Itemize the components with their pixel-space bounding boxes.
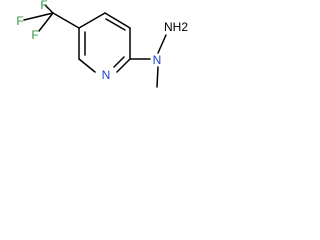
atom-f-left: F bbox=[16, 14, 23, 28]
atom-n-hydrazine: N bbox=[153, 53, 162, 67]
structure-diagram: F F F N N NH2 bbox=[0, 0, 189, 131]
bond-c2-c3-double bbox=[105, 18, 126, 31]
molecule-svg: F F F N N NH2 bbox=[16, 0, 188, 88]
atom-nh2: NH2 bbox=[164, 20, 188, 34]
bond-ring-cf3 bbox=[52, 12, 80, 29]
bond-c-f-top bbox=[44, 4, 54, 14]
bond-c-f-left bbox=[23, 12, 54, 21]
atom-f-top: F bbox=[40, 0, 47, 12]
bond-n-nh2 bbox=[157, 34, 167, 54]
bond-c-f-bottom bbox=[38, 12, 54, 32]
bond-c4-n-ring-double bbox=[113, 56, 125, 68]
bond-c1-c2 bbox=[78, 12, 106, 29]
bond-c2-c3 bbox=[104, 12, 131, 29]
bond-n-methyl bbox=[156, 66, 159, 88]
atom-n-ring: N bbox=[102, 68, 111, 82]
bond-c4-n-ring bbox=[116, 58, 131, 73]
atom-f-bottom: F bbox=[31, 28, 38, 42]
bond-n-ring-c6 bbox=[78, 58, 96, 73]
